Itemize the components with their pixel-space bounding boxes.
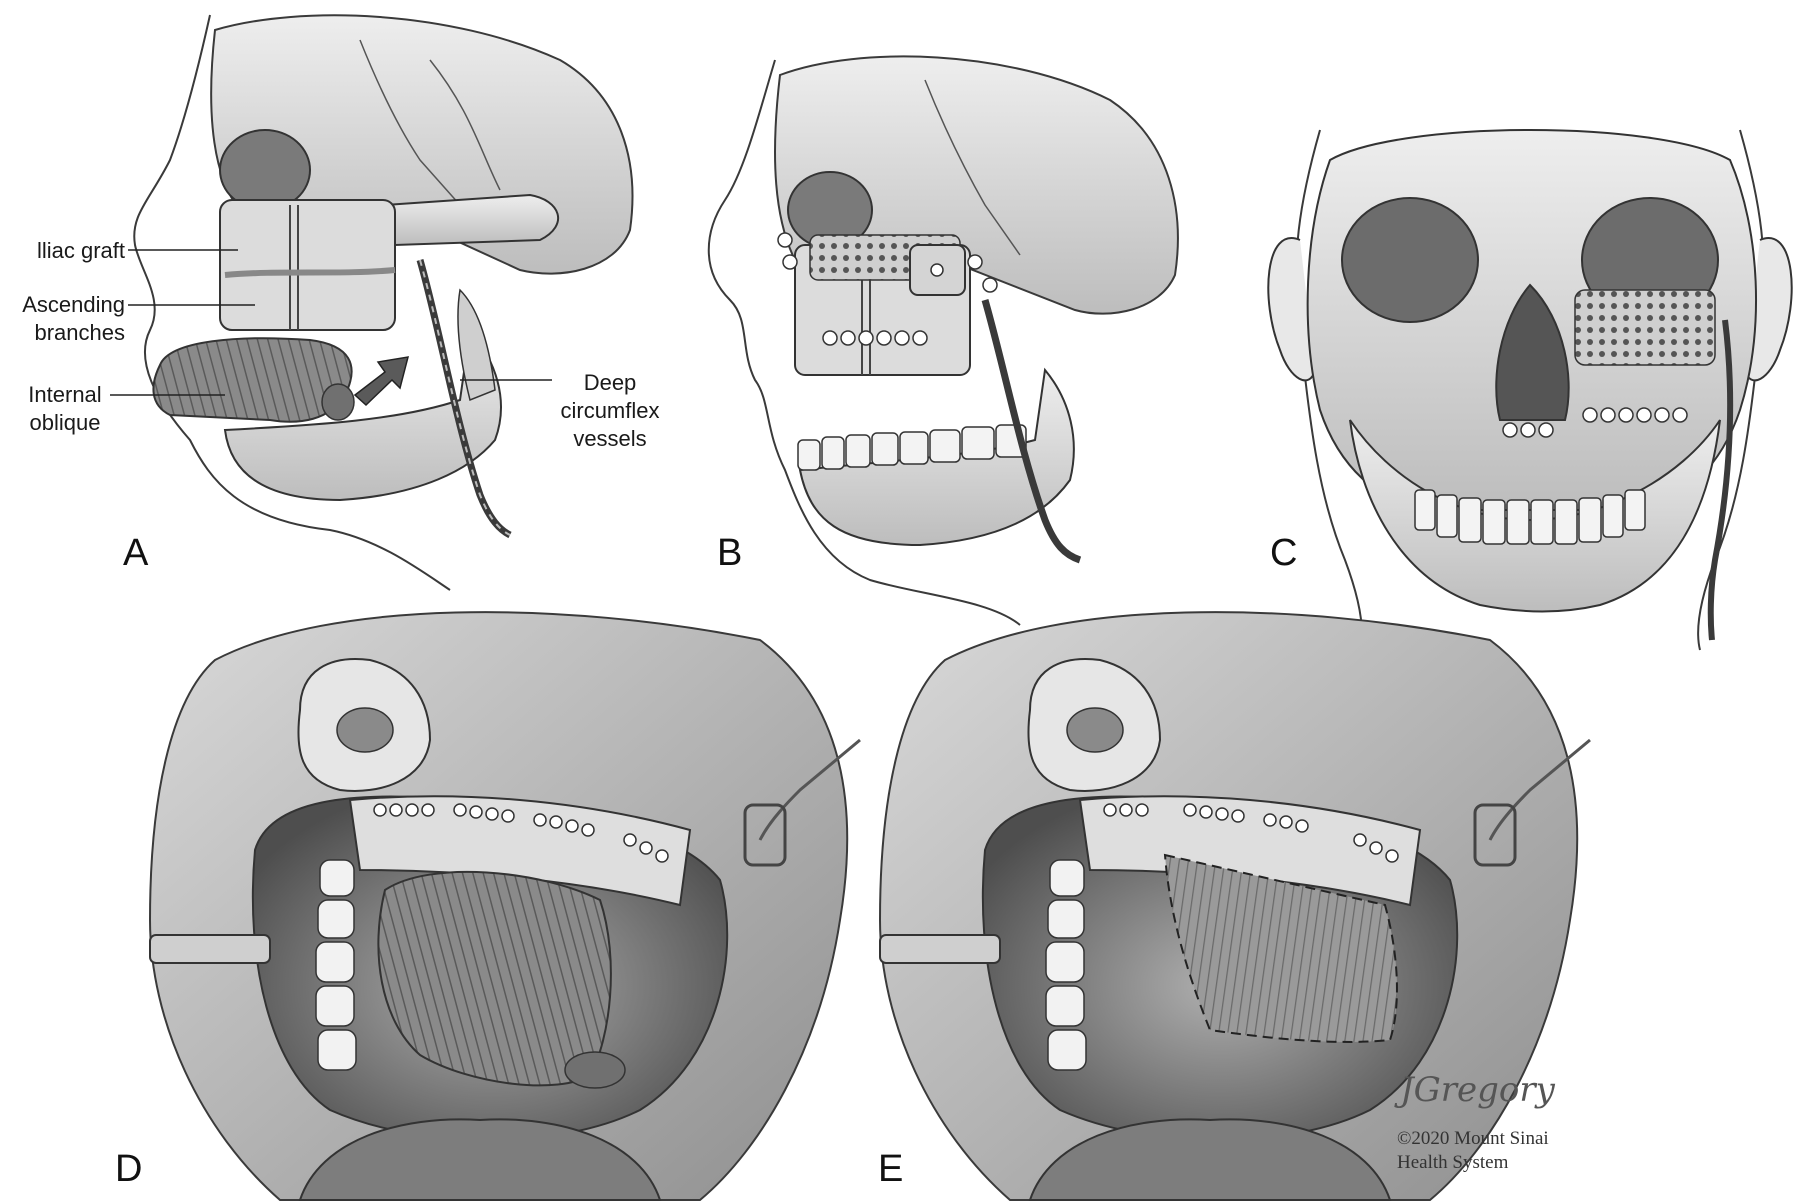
panel-a-illustration <box>110 14 634 591</box>
panel-d-tongue <box>298 1118 662 1201</box>
rotation-arrow <box>353 356 410 407</box>
panel-d-screws <box>373 803 669 863</box>
panel-b-screw-plate <box>822 330 928 346</box>
label-deep-circumflex-line1: Deep <box>583 370 637 395</box>
panel-e-tongue <box>1028 1118 1392 1201</box>
panel-d-teeth <box>315 859 357 1071</box>
label-deep-circumflex-line3: vessels <box>573 426 647 451</box>
panel-b-vessels <box>981 299 1082 564</box>
label-deep-circumflex-line2: circumflex <box>560 398 660 423</box>
panel-letter-c: C <box>1270 532 1298 574</box>
panel-d-illustration <box>148 611 861 1201</box>
panel-letter-d: D <box>115 1148 143 1190</box>
panel-c-illustration <box>1267 129 1793 651</box>
label-internal-oblique-line1: Internal <box>28 382 102 407</box>
panel-c-vessels <box>1707 319 1734 641</box>
panel-letter-e: E <box>878 1148 904 1190</box>
copyright-line-2: Health System <box>1397 1152 1509 1173</box>
label-ascending-line1: Ascending <box>22 292 125 317</box>
panel-a-orbit <box>219 129 311 211</box>
panel-c-head-outline <box>1295 129 1765 651</box>
panel-b-face-profile <box>707 59 1021 626</box>
panel-e-screws <box>1103 803 1399 863</box>
label-internal-oblique-line2: oblique <box>29 410 101 435</box>
artist-signature: JGregory <box>1400 1070 1555 1110</box>
panel-c-right-ear <box>1744 237 1793 382</box>
panel-c-nasal-aperture <box>1495 283 1570 421</box>
internal-oblique-muscle <box>152 337 353 423</box>
panel-c-left-ear <box>1267 237 1316 382</box>
iliac-graft-block <box>219 199 396 331</box>
panel-c-mesh-plate <box>1574 289 1716 366</box>
panel-a-face-profile <box>133 14 451 591</box>
panel-e-sutured-flap <box>1163 853 1398 1043</box>
panel-a-mandible <box>223 327 502 502</box>
panel-letter-b: B <box>717 532 743 574</box>
label-ascending-line2: branches <box>34 320 125 345</box>
panel-e-illustration <box>878 611 1591 1201</box>
panel-c-left-orbit <box>1341 197 1479 323</box>
panel-e-teeth <box>1045 859 1087 1071</box>
panel-b-illustration <box>707 55 1179 626</box>
label-iliac-graft: lliac graft <box>36 238 125 263</box>
panel-c-screw-plate <box>1502 407 1688 438</box>
panel-b-teeth <box>797 424 1027 471</box>
panel-letter-a: A <box>123 532 149 574</box>
panel-d-retractor <box>149 934 271 964</box>
panel-e-retractor <box>879 934 1001 964</box>
panel-c-teeth <box>1414 489 1646 545</box>
panel-a-zygoma <box>383 193 560 247</box>
copyright-line-1: ©2020 Mount Sinai <box>1397 1128 1549 1149</box>
